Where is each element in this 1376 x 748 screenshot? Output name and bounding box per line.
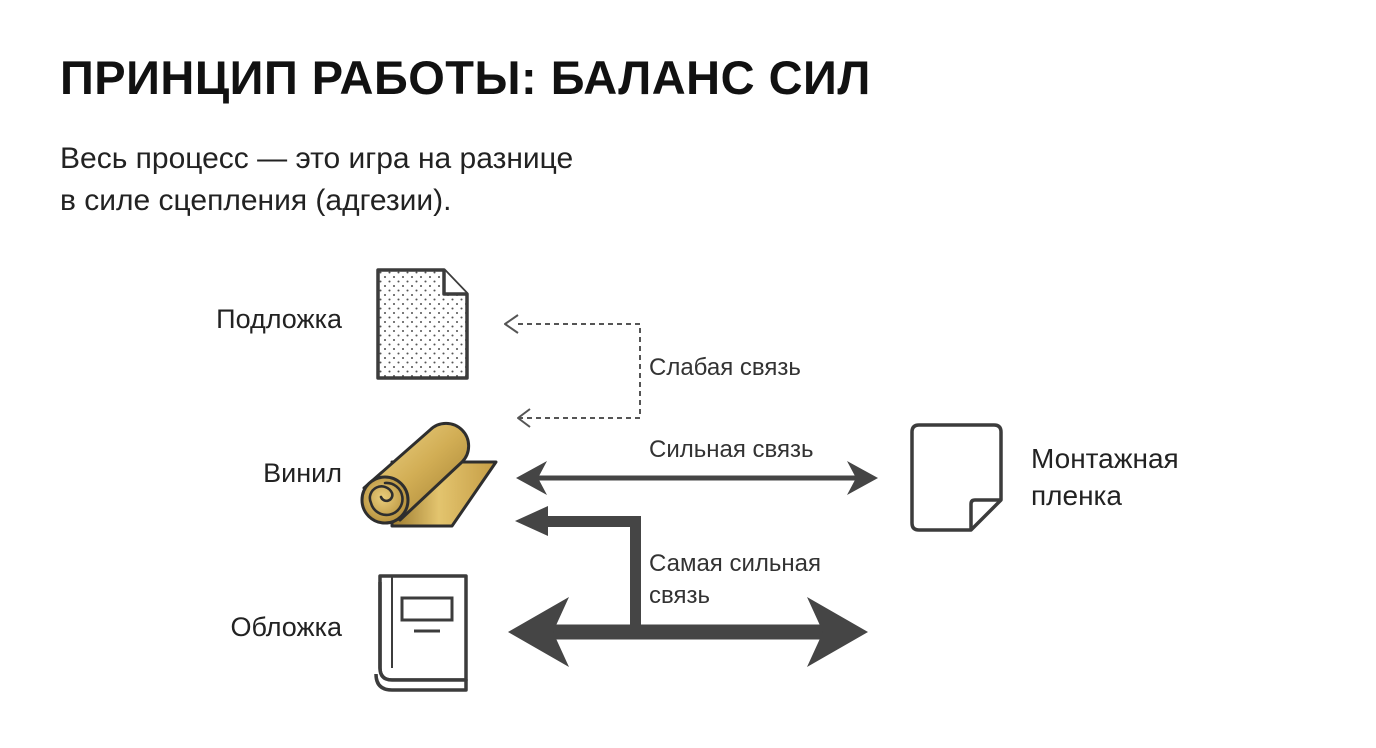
strongest-bond-arrow: [508, 506, 868, 667]
strong-bond-arrow: [516, 461, 878, 495]
tape-label-line-2: пленка: [1031, 480, 1122, 511]
strongest-bond-label-line-1: Самая сильная: [649, 550, 821, 577]
weak-bond-label: Слабая связь: [649, 354, 801, 381]
strongest-bond-label-line-2: связь: [649, 582, 710, 609]
strongest-bond-label: Самая сильная связь: [649, 548, 821, 612]
book-icon: [374, 574, 468, 692]
label-transfer-tape: Монтажная пленка: [1031, 440, 1179, 514]
page-subtitle: Весь процесс — это игра на разнице в сил…: [60, 138, 573, 222]
label-cover: Обложка: [230, 612, 342, 642]
page-title: ПРИНЦИП РАБОТЫ: БАЛАНС СИЛ: [60, 51, 871, 104]
weak-bond-arrow: [504, 314, 641, 428]
strong-bond-label: Сильная связь: [649, 436, 814, 463]
label-vinyl: Винил: [263, 458, 342, 488]
subtitle-line-1: Весь процесс — это игра на разнице: [60, 142, 574, 175]
dotted-sheet-icon: [376, 268, 469, 380]
subtitle-line-2: в силе сцепления (адгезии).: [60, 184, 452, 217]
tape-label-line-1: Монтажная: [1031, 443, 1179, 474]
blank-sheet-icon: [910, 423, 1003, 532]
vinyl-roll-icon: [360, 421, 498, 528]
label-substrate: Подложка: [216, 304, 342, 334]
